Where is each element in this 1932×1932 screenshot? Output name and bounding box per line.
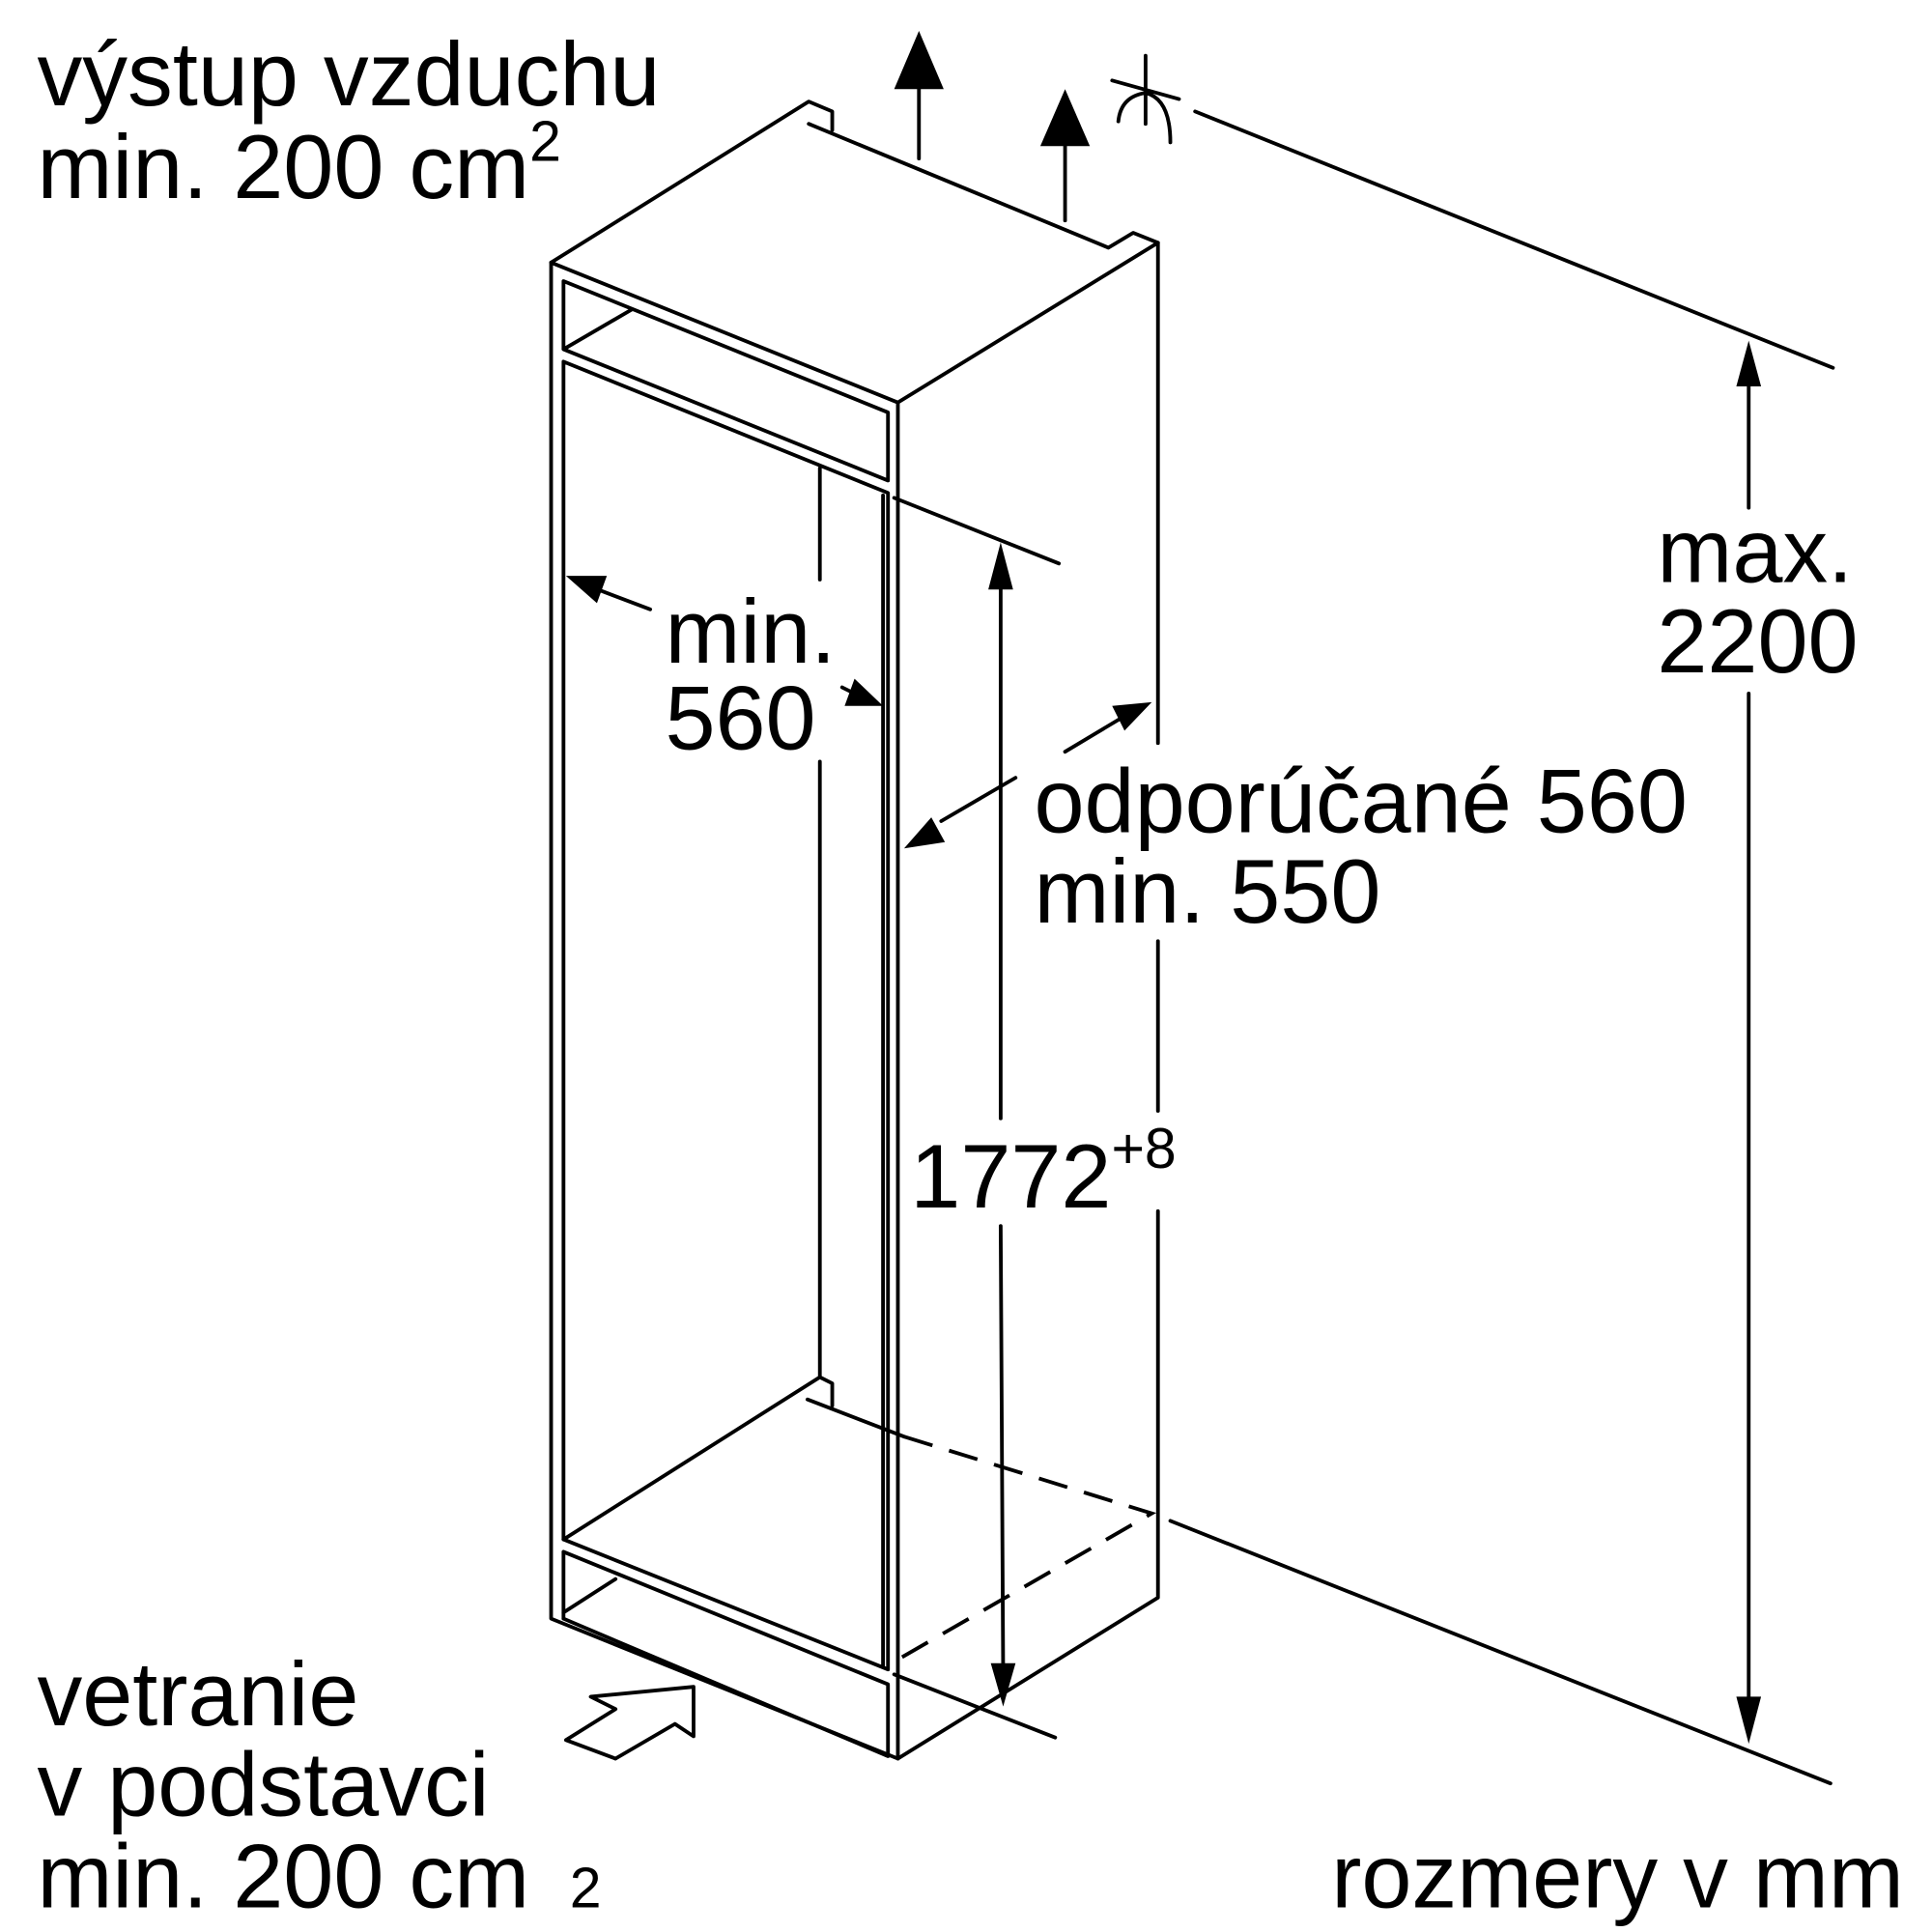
dimension-lines <box>565 109 1835 1786</box>
air-inlet-arrow <box>563 1685 696 1761</box>
arrow-up-icon <box>894 31 944 90</box>
arrow-up-icon <box>1039 89 1091 147</box>
min-width-label: min. <box>665 581 836 682</box>
plinth-vent-label: vetranie <box>37 1643 358 1745</box>
plinth-vent-min-label: min. 200 cm <box>37 1825 529 1926</box>
air-outlet-min-label: min. 200 cm2 <box>37 111 560 217</box>
plinth-vent-sup: 2 <box>570 1857 602 1919</box>
plinth-vent-label-2: v podstavci <box>37 1733 489 1834</box>
recommended-depth-label: odporúčané 560 <box>1035 751 1688 852</box>
air-outlet-label: výstup vzduchu <box>37 23 660 125</box>
air-outlet-arrows <box>894 31 1181 223</box>
niche-height-label: 1772+8 <box>910 1118 1176 1227</box>
max-height-label: max. <box>1657 500 1853 602</box>
cabinet-outline <box>549 99 1160 1761</box>
units-note: rozmery v mm <box>1331 1825 1904 1926</box>
max-height-value: 2200 <box>1657 590 1858 692</box>
height-symbol-icon <box>1110 53 1181 145</box>
min-depth-label: min. 550 <box>1035 840 1381 942</box>
min-width-value: 560 <box>665 668 815 769</box>
